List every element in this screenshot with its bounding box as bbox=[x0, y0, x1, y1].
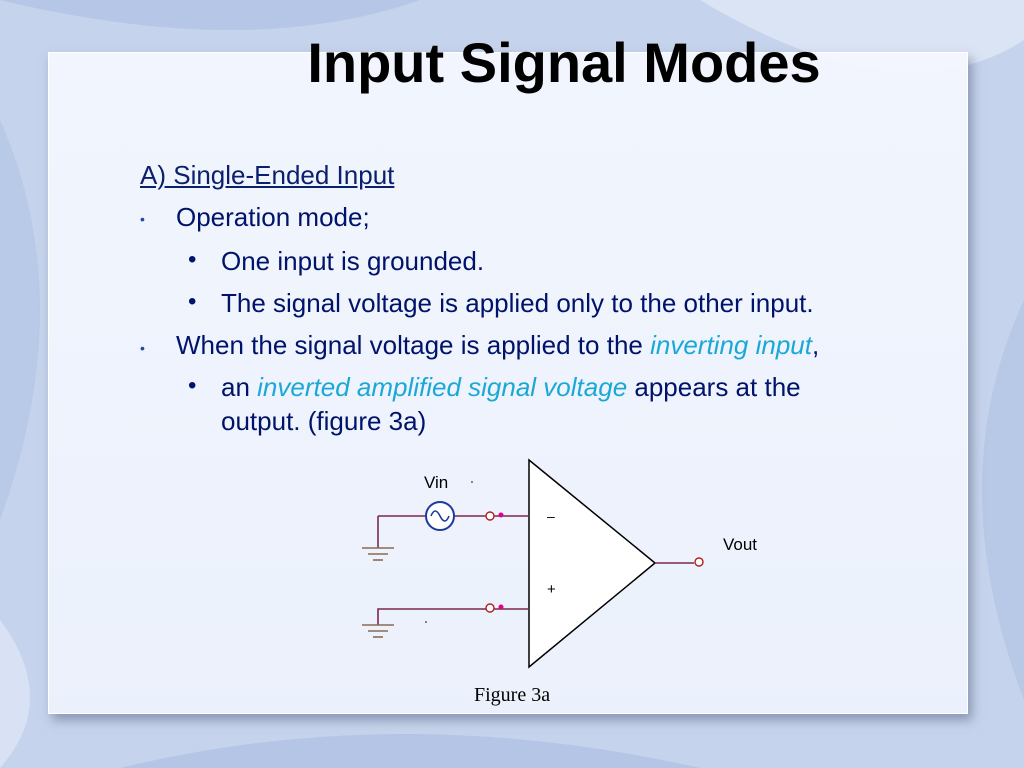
speck bbox=[471, 481, 473, 483]
ground-symbol-2 bbox=[362, 624, 394, 638]
slide-title: Input Signal Modes bbox=[307, 31, 821, 94]
section-heading: A) Single-Ended Input bbox=[140, 160, 395, 190]
minus-label: – bbox=[547, 508, 555, 524]
sub-bullet-inverted-output: an inverted amplified signal voltage app… bbox=[221, 372, 801, 403]
accent-text: inverting input bbox=[650, 330, 812, 360]
noninverting-node-dot bbox=[498, 604, 504, 610]
opamp-triangle bbox=[528, 458, 657, 669]
bullet-text: , bbox=[811, 330, 820, 360]
noninverting-input-wire bbox=[377, 608, 486, 625]
noninverting-terminal bbox=[485, 603, 495, 613]
sub-bullet-signal-applied: The signal voltage is applied only to th… bbox=[221, 288, 814, 318]
sub-bullet-dot: • bbox=[188, 288, 197, 315]
bullet-inverting-input: When the signal voltage is applied to th… bbox=[176, 330, 819, 361]
inverting-terminal bbox=[485, 511, 495, 521]
sub-bullet-dot: • bbox=[188, 372, 197, 399]
bullet-text: an bbox=[221, 372, 258, 402]
output-terminal bbox=[694, 557, 704, 567]
sine-wave-icon bbox=[430, 510, 450, 522]
sub-bullet-inverted-output-line2: output. (figure 3a) bbox=[221, 406, 427, 436]
figure-caption: Figure 3a bbox=[474, 684, 551, 706]
inverting-node-dot bbox=[498, 512, 504, 518]
bullet-dot: • bbox=[140, 340, 145, 356]
content-panel bbox=[48, 52, 968, 714]
bullet-dot: • bbox=[140, 211, 145, 227]
bullet-operation-mode: Operation mode; bbox=[176, 202, 370, 232]
bullet-text: appears at the bbox=[627, 372, 801, 402]
ground-symbol-1 bbox=[362, 547, 394, 561]
vin-label: Vin bbox=[424, 473, 449, 492]
sub-bullet-grounded: One input is grounded. bbox=[221, 246, 485, 276]
accent-text: inverted amplified signal voltage bbox=[257, 372, 628, 402]
vout-label: Vout bbox=[723, 535, 758, 554]
speck bbox=[425, 621, 427, 623]
sub-bullet-dot: • bbox=[188, 246, 197, 273]
bullet-text: When the signal voltage is applied to th… bbox=[176, 330, 651, 360]
plus-label: + bbox=[547, 581, 556, 598]
